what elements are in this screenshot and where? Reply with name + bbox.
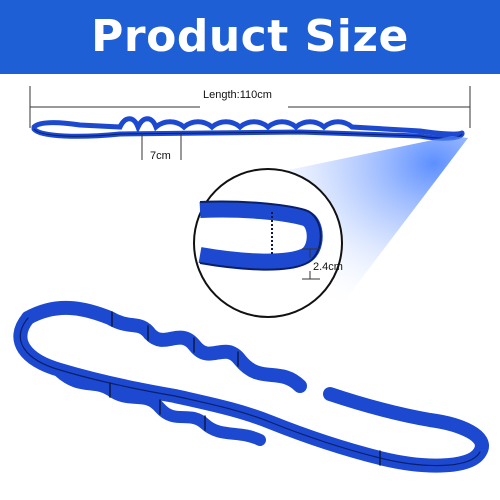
- width-label: 2.4cm: [313, 261, 343, 273]
- loop-size-label: 7cm: [150, 150, 171, 162]
- length-dimension-line: [29, 86, 471, 128]
- daisy-chain-strap-large: [13, 300, 489, 473]
- length-label: Length:110cm: [203, 89, 272, 101]
- daisy-chain-strap-top: [31, 116, 465, 141]
- title-banner: Product Size: [0, 0, 500, 74]
- loop-dimension-line: [141, 133, 182, 160]
- zoomed-strap-detail: [198, 200, 323, 271]
- width-dimension-line: [302, 248, 320, 280]
- banner-title: Product Size: [91, 11, 409, 62]
